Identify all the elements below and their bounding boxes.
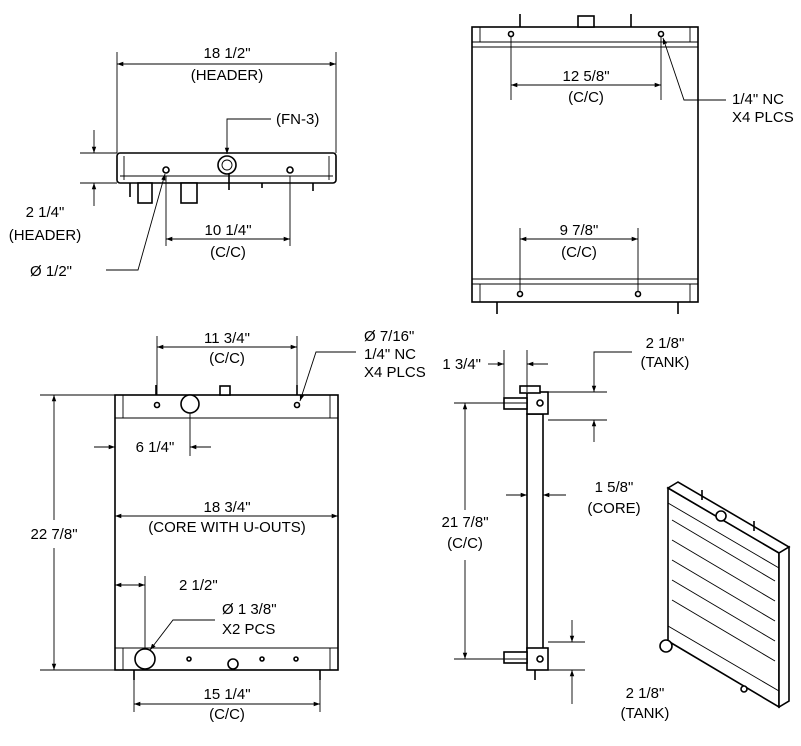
outlet-dia-label: Ø 1 3/8" (222, 601, 277, 618)
outlet-pipe (134, 648, 156, 670)
front-thread-label: 1/4" NC (364, 346, 416, 363)
hole-spacing-top-label: 10 1/4" (204, 222, 251, 239)
top-view: 18 1/2" (HEADER) (FN-3) 2 1/4" (HEADER) … (9, 45, 337, 280)
radiator-isometric-icon (659, 481, 791, 709)
overall-height-label: 22 7/8" (30, 526, 77, 543)
front-top-spacing-label: 11 3/4" (204, 330, 250, 347)
front-cap (219, 385, 231, 396)
core-depth-label: 1 5/8" (595, 479, 634, 496)
side-top-offset-label: 1 3/4" (442, 356, 481, 373)
hole-spacing-top-cc: (C/C) (210, 244, 246, 261)
back-hole-bl (516, 290, 524, 298)
tank-bottom-word: (TANK) (621, 705, 670, 722)
back-thread-label: 1/4" NC (732, 91, 784, 108)
back-top-spacing-label: 12 5/8" (562, 68, 609, 85)
fill-neck (217, 155, 237, 175)
header-stub-left (137, 182, 153, 204)
core-width-label: 18 3/4" (203, 499, 250, 516)
side-height-cc: (C/C) (447, 535, 483, 552)
front-hole-dia-label: Ø 7/16" (364, 328, 414, 345)
back-hole-tr (657, 30, 665, 38)
back-fill-neck (577, 15, 595, 28)
back-hole-tl (507, 30, 515, 38)
header-width-word: (HEADER) (191, 67, 264, 84)
back-plcs-label: X4 PLCS (732, 109, 794, 126)
drain-plug (227, 658, 239, 670)
front-bottom-spacing-cc: (C/C) (209, 706, 245, 723)
front-hole-left (153, 401, 161, 409)
tank-top-label: 2 1/8" (646, 335, 685, 352)
core-fins (671, 519, 776, 662)
back-bottom-spacing-cc: (C/C) (561, 244, 597, 261)
back-view: 12 5/8" (C/C) 1/4" NC X4 PLCS 9 7/8" (C/… (471, 14, 794, 314)
inlet-pipe (180, 394, 200, 414)
header-stub-mid (180, 182, 198, 204)
header-height-word: (HEADER) (9, 227, 82, 244)
front-body (114, 394, 339, 671)
back-top-spacing-cc: (C/C) (568, 89, 604, 106)
front-plcs-label: X4 PLCS (364, 364, 426, 381)
outlet-offset-label: 2 1/2" (179, 577, 218, 594)
header-width-label: 18 1/2" (203, 45, 250, 62)
back-hole-br (634, 290, 642, 298)
header-hole-left (162, 166, 170, 174)
header-height-label: 2 1/4" (26, 204, 65, 221)
fn-label: (FN-3) (276, 111, 319, 128)
side-bracket-bottom (503, 651, 528, 664)
hole-diameter-label: Ø 1/2" (30, 263, 72, 280)
inlet-offset-label: 6 1/4" (136, 439, 175, 456)
side-bracket-top (503, 397, 528, 410)
side-height-label: 21 7/8" (441, 514, 488, 531)
front-view: 11 3/4" (C/C) Ø 7/16" 1/4" NC X4 PLCS 6 … (30, 328, 425, 723)
front-hole-right (293, 401, 301, 409)
front-bottom-spacing-label: 15 1/4" (203, 686, 250, 703)
tank-top-word: (TANK) (641, 354, 690, 371)
tank-bottom-label: 2 1/8" (626, 685, 665, 702)
front-top-spacing-cc: (C/C) (209, 350, 245, 367)
side-core (526, 413, 544, 655)
core-width-word: (CORE WITH U-OUTS) (148, 519, 305, 536)
header-hole-right (286, 166, 294, 174)
outlet-pcs-label: X2 PCS (222, 621, 275, 638)
side-view: 1 3/4" 2 1/8" (TANK) 21 7/8" (C/C) 1 5/8… (441, 335, 689, 722)
core-depth-word: (CORE) (587, 500, 640, 517)
back-bottom-spacing-label: 9 7/8" (560, 222, 599, 239)
back-body (471, 26, 699, 303)
